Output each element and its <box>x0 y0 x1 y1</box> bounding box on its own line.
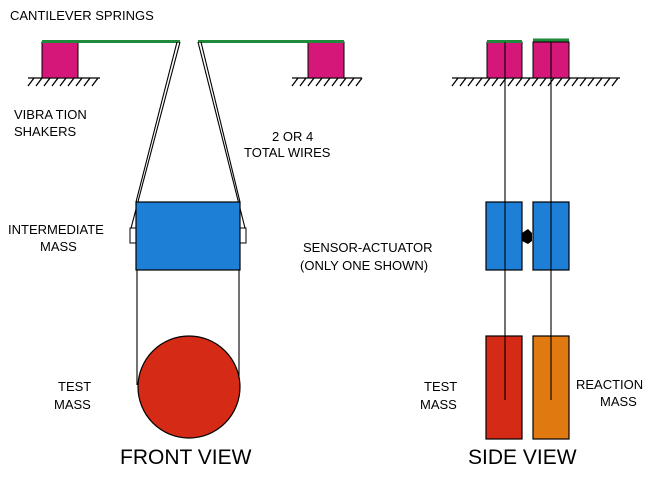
sensor-actuator <box>522 229 532 244</box>
label-sensor-actuator-1: SENSOR-ACTUATOR <box>303 240 433 255</box>
label-side-view: SIDE VIEW <box>468 446 577 469</box>
intermediate-mass-side-left <box>485 201 523 271</box>
ground-right <box>291 77 363 87</box>
ground-left <box>27 77 100 87</box>
label-sensor-actuator-2: (ONLY ONE SHOWN) <box>300 258 428 273</box>
test-mass-side <box>485 335 523 440</box>
label-test-mass-front-1: TEST <box>58 379 91 394</box>
ground-side <box>451 77 620 87</box>
label-test-mass-front-2: MASS <box>54 397 91 412</box>
intermediate-mass-front <box>135 201 241 271</box>
vibration-shaker-right <box>307 41 345 79</box>
test-mass-front <box>137 335 241 439</box>
label-intermediate-mass-2: MASS <box>40 239 77 254</box>
label-test-mass-side-1: TEST <box>424 379 457 394</box>
lower-wires-front <box>136 270 240 385</box>
suspension-wires-side <box>504 42 552 400</box>
wire-clamp-left <box>129 227 137 244</box>
label-total-wires-1: 2 OR 4 <box>272 129 313 144</box>
label-vibration-shakers-1: VIBRA TION <box>14 107 87 122</box>
label-reaction-mass-1: REACTION <box>576 377 643 392</box>
label-test-mass-side-2: MASS <box>420 397 457 412</box>
label-reaction-mass-2: MASS <box>600 394 637 409</box>
label-front-view: FRONT VIEW <box>120 446 252 469</box>
label-vibration-shakers-2: SHAKERS <box>14 124 76 139</box>
vibration-shaker-left <box>41 41 79 79</box>
label-intermediate-mass-1: INTERMEDIATE <box>8 222 104 237</box>
label-cantilever-springs: CANTILEVER SPRINGS <box>10 8 154 23</box>
suspension-wires-front <box>129 41 247 233</box>
wire-clamp-right <box>239 227 247 244</box>
label-total-wires-2: TOTAL WIRES <box>244 145 331 160</box>
